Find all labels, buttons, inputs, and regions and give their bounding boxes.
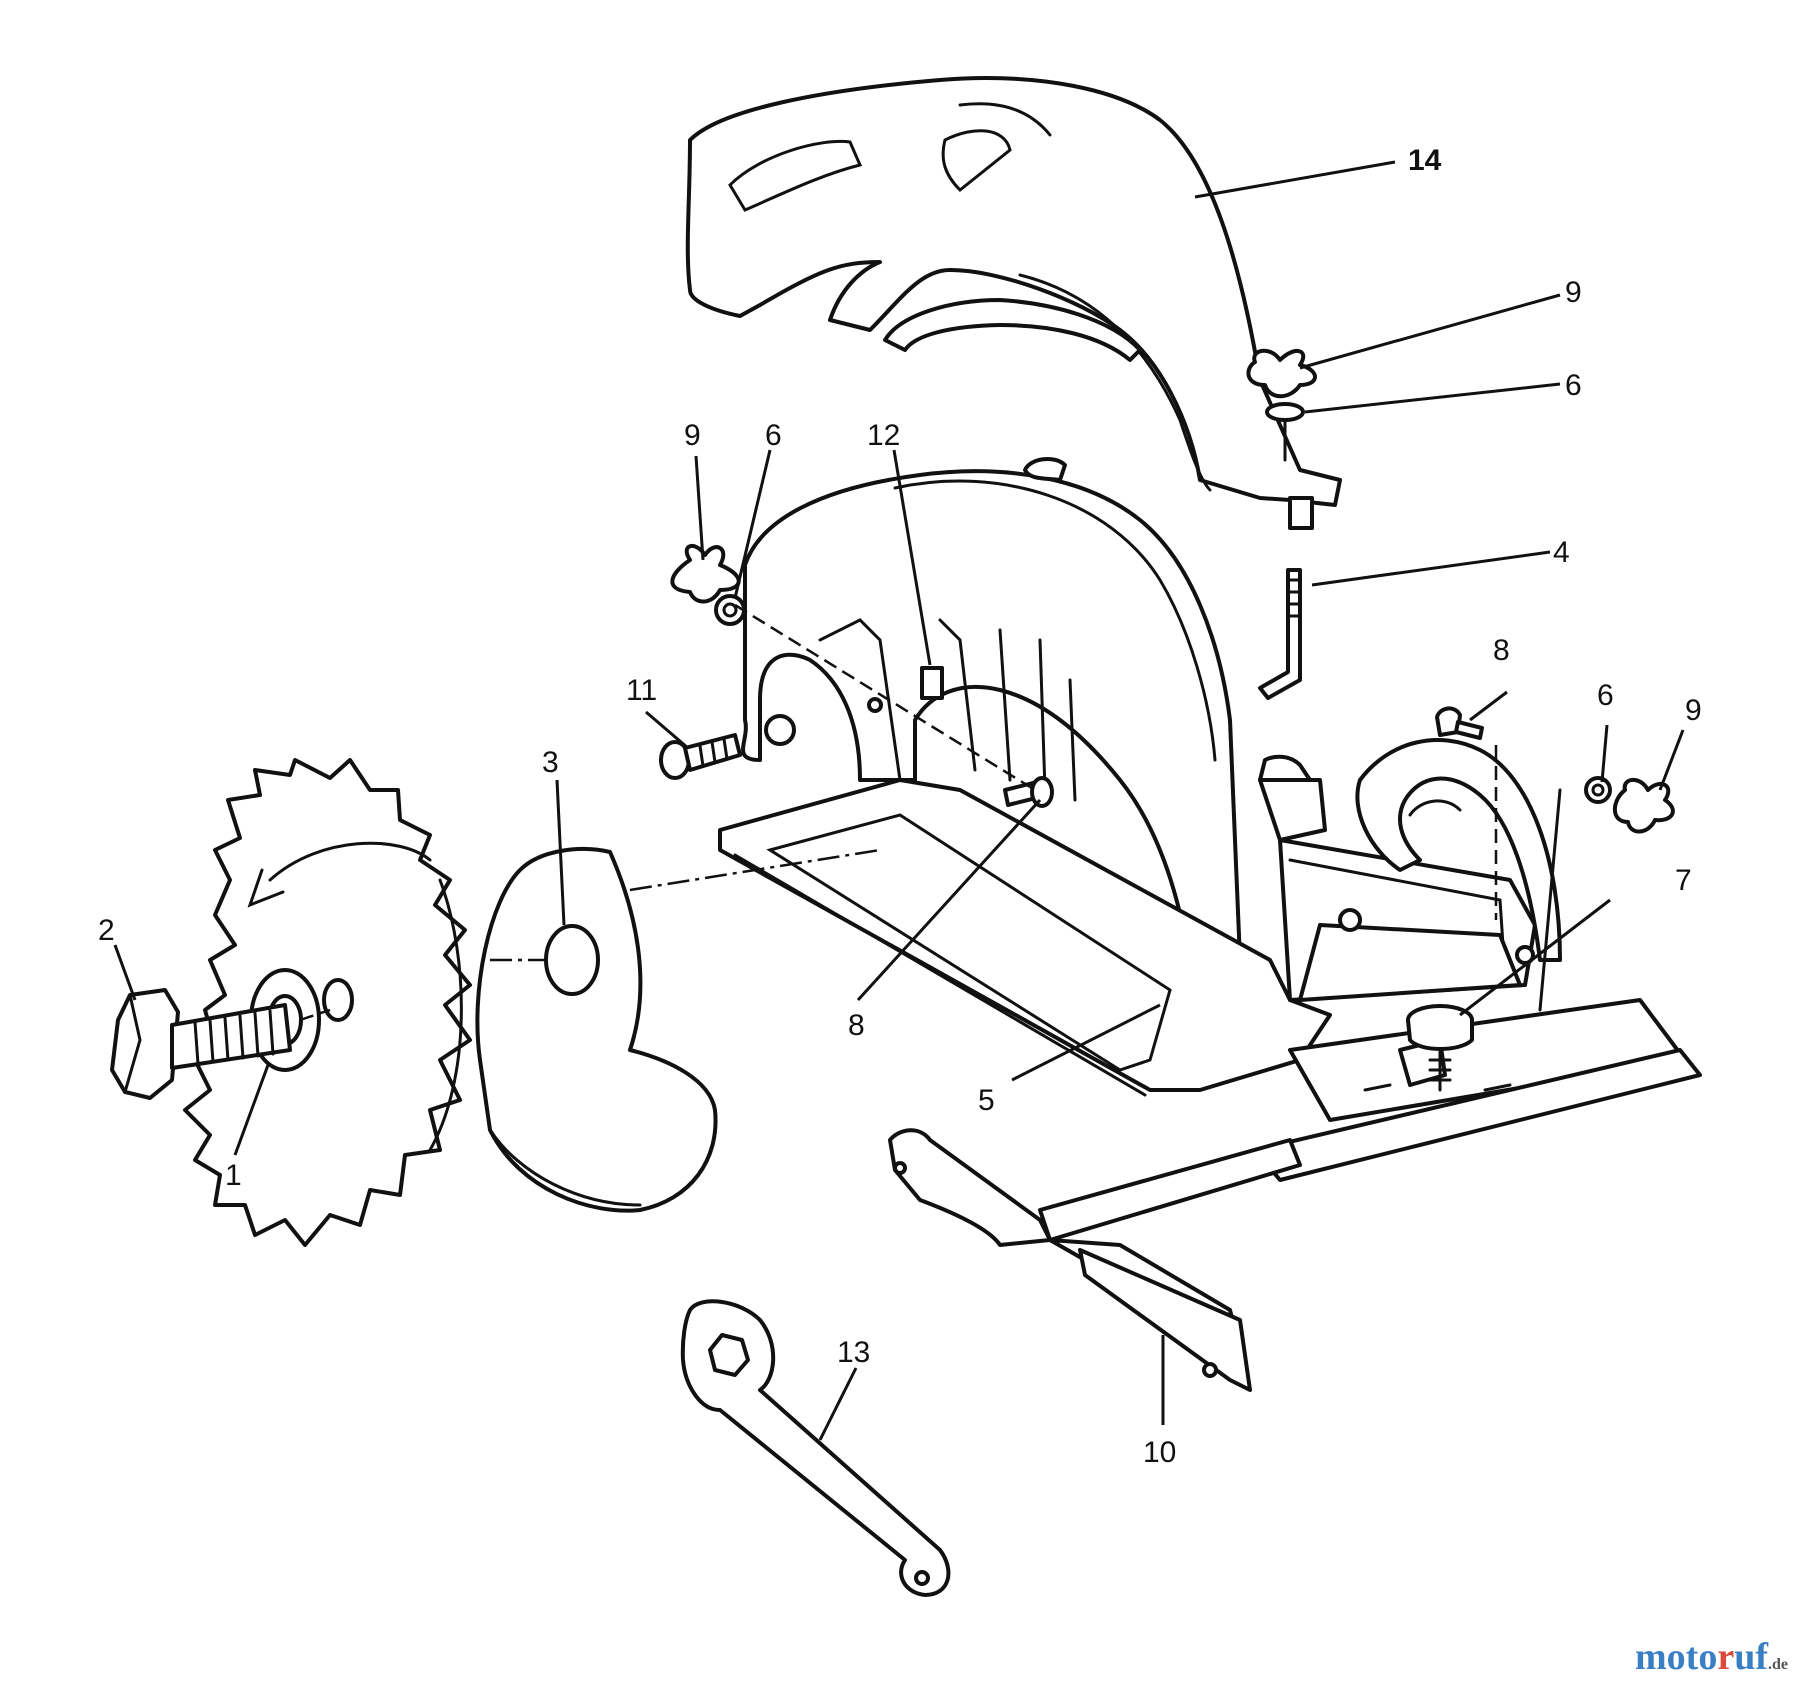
watermark-tld: .de [1768, 1656, 1788, 1673]
hex-key [1258, 568, 1302, 700]
callout-labels: 1 2 3 4 5 6 6 6 7 8 8 9 9 9 10 11 12 13 … [98, 144, 1702, 1469]
callout-1: 1 [225, 1159, 242, 1192]
callout-2: 2 [98, 914, 115, 947]
callout-6-right: 6 [1597, 679, 1614, 712]
callout-8-right: 8 [1493, 634, 1510, 667]
upper-handle [685, 76, 1342, 530]
fence-bar [888, 1128, 1302, 1392]
knurled-knob-7 [1406, 1004, 1474, 1092]
screw-8-left [1003, 776, 1054, 808]
wing-nut-right [1584, 776, 1675, 834]
watermark-part2: r [1717, 1636, 1735, 1678]
hex-bolt [110, 988, 292, 1100]
wing-nut-left [670, 544, 746, 626]
callout-8-center: 8 [848, 1009, 865, 1042]
callout-5: 5 [978, 1084, 995, 1117]
site-watermark: motoruf.de [1635, 1635, 1788, 1679]
callout-10: 10 [1143, 1436, 1176, 1469]
callout-11: 11 [626, 674, 657, 707]
callout-12: 12 [867, 419, 900, 452]
callout-7: 7 [1675, 864, 1692, 897]
riving-knife-bracket [1355, 738, 1562, 1012]
base-plate [718, 754, 1537, 1097]
callout-14: 14 [1408, 144, 1442, 177]
watermark-part1: moto [1635, 1636, 1718, 1678]
screw-11 [659, 733, 742, 780]
screw-8-right [1435, 706, 1484, 740]
callout-9-top: 9 [1565, 276, 1582, 309]
wing-nut-top [1246, 348, 1317, 462]
callout-9-right: 9 [1685, 694, 1702, 727]
callout-6-left: 6 [765, 419, 782, 452]
watermark-part3: uf [1734, 1636, 1768, 1678]
callout-3: 3 [542, 746, 559, 779]
callout-6-top: 6 [1565, 369, 1582, 402]
callout-9-left: 9 [684, 419, 701, 452]
callout-4: 4 [1553, 536, 1570, 569]
inner-flange-plate [475, 847, 718, 1213]
leader-lines [113, 160, 1685, 1441]
assembly-lines [299, 603, 1498, 1022]
saw-blade [183, 758, 472, 1247]
spanner-wrench [680, 1299, 951, 1597]
callout-13: 13 [837, 1336, 870, 1369]
